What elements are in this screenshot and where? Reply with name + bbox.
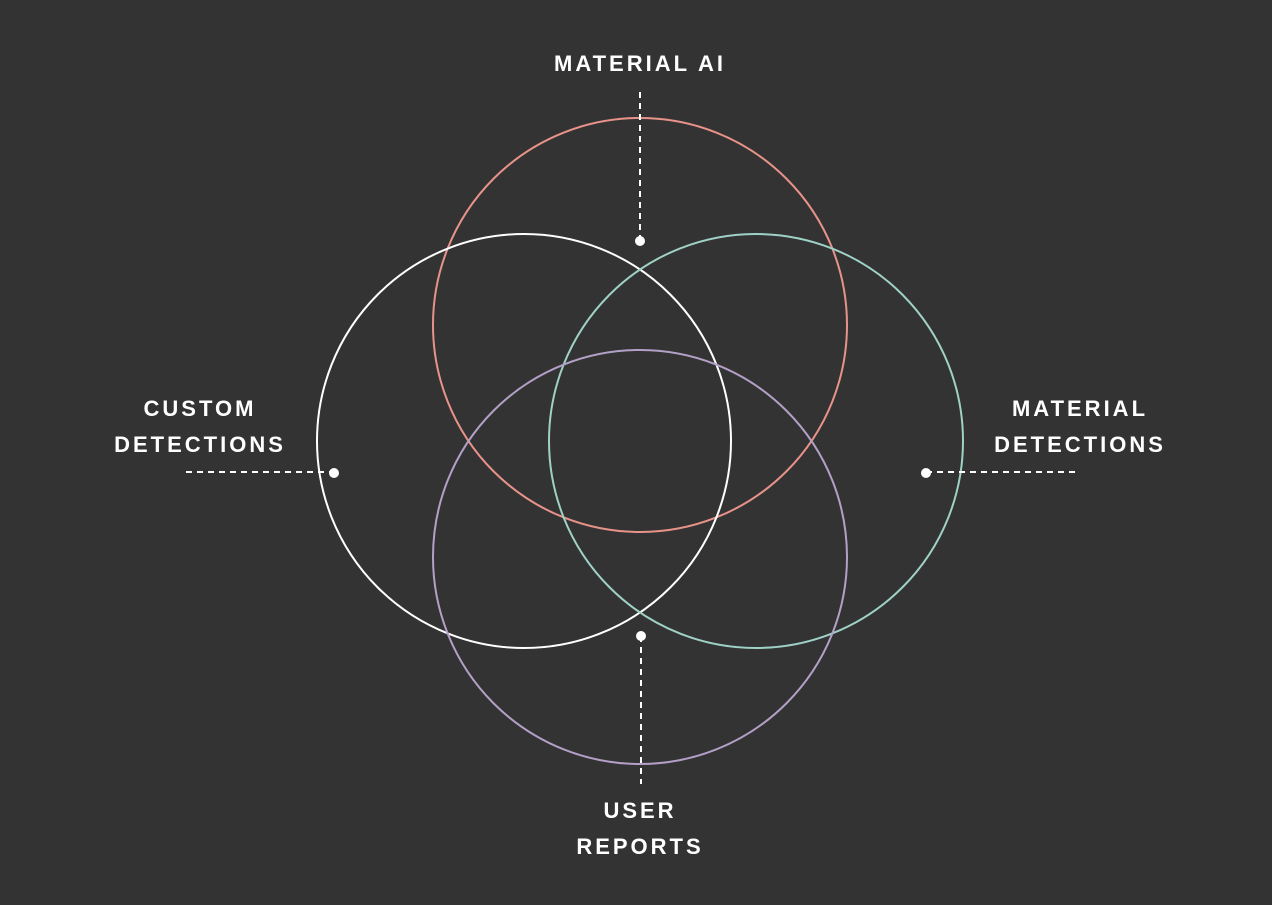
- label-material-detections-line-1: MATERIAL: [1011, 396, 1149, 421]
- label-material-detections: MATERIAL DETECTIONS: [980, 391, 1180, 463]
- label-material-ai: MATERIAL AI: [540, 46, 740, 82]
- label-custom-detections-line-1: CUSTOM: [143, 396, 257, 421]
- label-user-reports: USER REPORTS: [540, 793, 740, 865]
- circle-custom-detections: [316, 233, 732, 649]
- label-user-reports-line-2: REPORTS: [576, 834, 704, 859]
- label-material-detections-line-2: DETECTIONS: [994, 432, 1166, 457]
- label-user-reports-line-1: USER: [603, 798, 677, 823]
- circle-material-detections: [548, 233, 964, 649]
- dot-custom-detections: [329, 468, 339, 478]
- label-custom-detections-line-2: DETECTIONS: [114, 432, 286, 457]
- label-material-ai-line-1: MATERIAL AI: [554, 51, 726, 76]
- circle-user-reports: [432, 349, 848, 765]
- dot-material-ai: [635, 236, 645, 246]
- label-custom-detections: CUSTOM DETECTIONS: [100, 391, 300, 463]
- dot-material-detections: [921, 468, 931, 478]
- dot-user-reports: [636, 631, 646, 641]
